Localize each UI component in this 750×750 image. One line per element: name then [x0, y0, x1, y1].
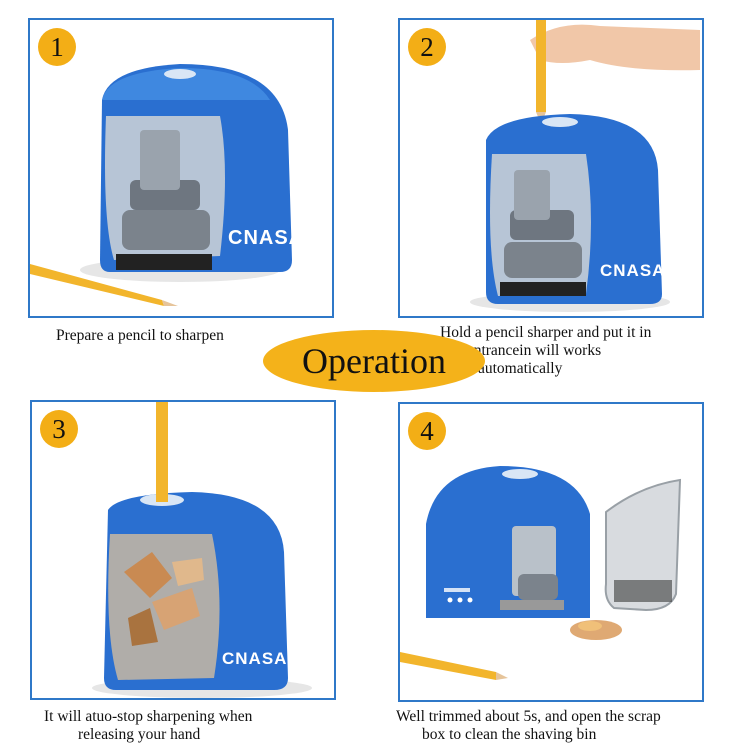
- step-1-badge: 1: [38, 28, 76, 66]
- step-1-panel: 1 CNASA: [28, 18, 334, 318]
- step-2-panel: 2 CNASA: [398, 18, 704, 318]
- brand-logo-2: CNASA: [600, 261, 665, 280]
- step-2-caption-line-3: automatically: [478, 360, 563, 377]
- step-2-illustration: CNASA: [470, 20, 700, 312]
- step-3-caption: It will atuo-stop sharpening when releas…: [44, 708, 252, 744]
- step-2-badge: 2: [408, 28, 446, 66]
- step-4-caption-line-1: Well trimmed about 5s, and open the scra…: [396, 708, 661, 725]
- step-4-caption: Well trimmed about 5s, and open the scra…: [396, 708, 661, 744]
- operation-title: Operation: [263, 330, 485, 392]
- step-4-panel: 4: [398, 402, 704, 702]
- step-2-caption-line-1: Hold a pencil sharper and put it in: [440, 324, 652, 341]
- step-3-panel: 3 CNASA: [30, 400, 336, 700]
- step-1-illustration: CNASA: [30, 64, 304, 306]
- step-1-caption-line: Prepare a pencil to sharpen: [56, 327, 224, 344]
- step-3-caption-line-2: releasing your hand: [78, 726, 201, 743]
- brand-logo-3: CNASA: [222, 649, 287, 668]
- step-4-illustration: [400, 466, 682, 680]
- step-4-badge: 4: [408, 412, 446, 450]
- step-4-caption-line-2: box to clean the shaving bin: [422, 726, 597, 743]
- step-3-badge: 3: [40, 410, 78, 448]
- step-1-caption: Prepare a pencil to sharpen: [56, 327, 224, 345]
- step-3-caption-line-1: It will atuo-stop sharpening when: [44, 708, 253, 725]
- brand-logo-1: CNASA: [228, 227, 304, 249]
- step-3-illustration: CNASA: [92, 402, 312, 698]
